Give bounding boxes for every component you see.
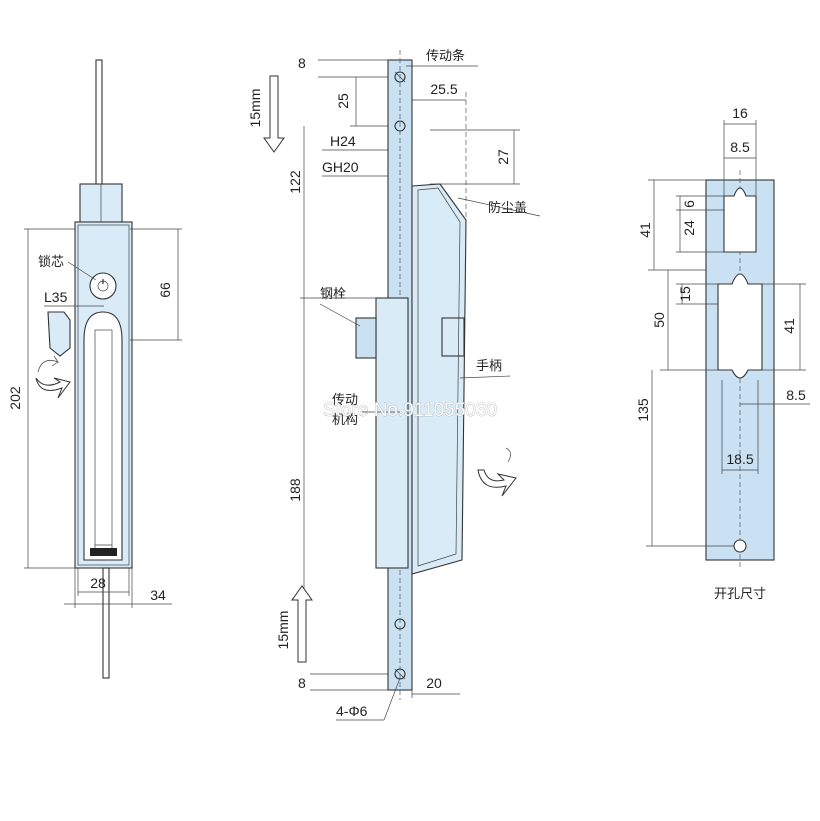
watermark: Store No.911055030 — [323, 400, 497, 421]
dim-28: 28 — [90, 575, 106, 591]
dim-8-5-top: 8.5 — [730, 139, 750, 155]
arrow-down-icon — [263, 75, 285, 153]
dim-15: 15 — [677, 286, 693, 302]
dim-18-5: 18.5 — [726, 451, 753, 467]
label-mechanism-line2: 机构 — [332, 413, 358, 428]
left-view: 66 202 锁芯 L35 28 34 — [7, 59, 182, 679]
dim-16: 16 — [732, 105, 748, 121]
label-steel-bolt: 钢栓 — [320, 287, 346, 302]
rotate-arrow-icon — [37, 355, 59, 373]
label-dust-cover: 防尘盖 — [488, 200, 527, 216]
caption: 开孔尺寸 — [714, 587, 766, 602]
dim-41-left: 41 — [637, 222, 653, 238]
label-handle: 手柄 — [476, 359, 502, 374]
dim-H24: H24 — [330, 133, 356, 149]
dim-20: 20 — [426, 675, 442, 691]
dim-66: 66 — [157, 282, 173, 298]
mechanism-block — [375, 297, 409, 569]
dim-34: 34 — [150, 587, 166, 603]
rotate-arrow-icon — [477, 469, 517, 497]
handle-slot — [83, 311, 123, 561]
dim-L35: L35 — [44, 289, 68, 305]
handle-base — [90, 548, 117, 556]
lower-slot — [717, 273, 763, 379]
dim-50: 50 — [651, 312, 667, 328]
dim-25-5: 25.5 — [430, 81, 457, 97]
arrow-bottom-label: 15mm — [275, 611, 291, 650]
right-view: 16 8.5 6 24 41 15 50 41 135 8 — [635, 105, 810, 602]
dim-135: 135 — [635, 398, 651, 422]
dim-24: 24 — [681, 220, 697, 236]
lock-core-circle — [89, 272, 117, 300]
label-lock-core: 锁芯 — [38, 254, 64, 270]
steel-bolt — [355, 317, 377, 359]
arrow-up-icon — [291, 585, 313, 663]
middle-view: 8 25 25.5 15mm H24 27 GH20 122 传动条 防尘盖 钢… — [247, 48, 541, 721]
dim-122: 122 — [287, 170, 303, 194]
mount-hole — [733, 539, 747, 553]
dim-41-right: 41 — [781, 318, 797, 334]
dim-8-top: 8 — [298, 55, 306, 71]
dim-25: 25 — [335, 93, 351, 109]
label-mechanism-line1: 传动 — [332, 393, 358, 408]
dim-8-bottom: 8 — [298, 675, 306, 691]
dim-6: 6 — [681, 200, 697, 208]
dim-GH20: GH20 — [322, 159, 359, 175]
bottom-rod — [102, 567, 110, 679]
label-transmission-bar: 传动条 — [426, 48, 465, 64]
dim-8-5-right: 8.5 — [786, 387, 806, 403]
dim-188: 188 — [287, 478, 303, 502]
top-rod — [95, 59, 103, 187]
side-latch — [47, 311, 71, 357]
dim-27: 27 — [495, 149, 511, 165]
dim-202: 202 — [7, 386, 23, 410]
arrow-top-label: 15mm — [247, 89, 263, 128]
dim-holes: 4-Φ6 — [336, 703, 368, 719]
upper-slot — [723, 187, 757, 253]
